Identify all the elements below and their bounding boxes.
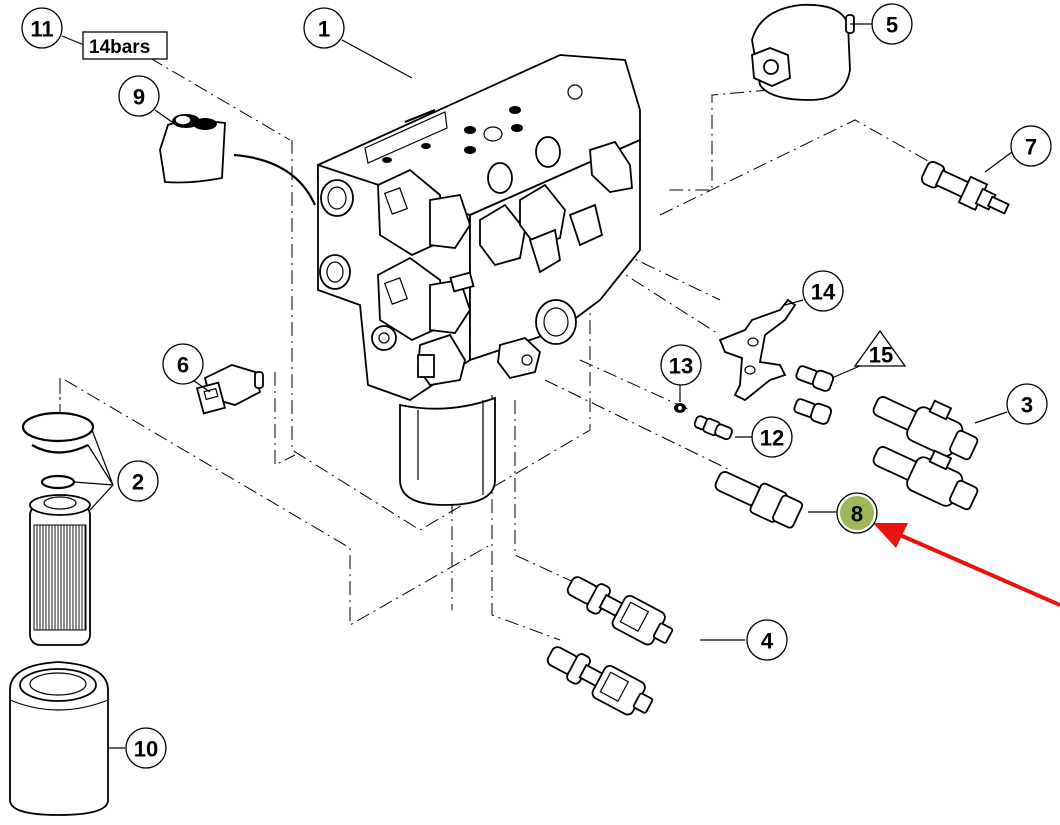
callout-11[interactable]: 11 [21, 7, 63, 49]
small-fitting [693, 415, 733, 441]
seal-kit-bag [159, 114, 226, 184]
callout-7[interactable]: 7 [1010, 125, 1052, 167]
callout-1[interactable]: 1 [303, 7, 345, 49]
callout-5-label: 5 [886, 13, 898, 38]
callout-8-label: 8 [851, 502, 863, 527]
filter-bowl [399, 396, 496, 506]
pleat-lines [33, 524, 87, 631]
callout-4-label: 4 [761, 629, 774, 654]
callout-12[interactable]: 12 [751, 416, 793, 458]
callout-3-label: 3 [1021, 393, 1033, 418]
callout-11-label: 11 [30, 17, 53, 42]
callout-9[interactable]: 9 [118, 75, 160, 117]
o-ring-hole [678, 406, 682, 410]
note-box-text: 14bars [89, 37, 150, 58]
callout-2[interactable]: 2 [117, 460, 159, 502]
cartridge-valves [546, 576, 674, 716]
filter-element-kit [21, 411, 114, 646]
highlighted-plug-valve [714, 471, 804, 529]
callout-14[interactable]: 14 [802, 270, 844, 312]
callout-6[interactable]: 6 [162, 343, 204, 385]
callout-14-label: 14 [811, 280, 836, 305]
callout-12-label: 12 [760, 426, 784, 451]
callout-13[interactable]: 13 [660, 344, 702, 386]
bolts [793, 365, 835, 425]
callout-10-label: 10 [134, 737, 158, 762]
pointer-arrow [873, 523, 1060, 607]
pressure-fitting [920, 161, 1010, 215]
callout-5[interactable]: 5 [871, 3, 913, 45]
filter-housing [9, 661, 109, 816]
bracket [718, 298, 797, 402]
callout-3[interactable]: 3 [1006, 383, 1048, 425]
callout-15[interactable]: 15 [853, 329, 907, 368]
solenoid-valves [872, 396, 979, 511]
assembly-lines [59, 57, 936, 641]
callout-15-label: 15 [869, 343, 893, 368]
callout-9-label: 9 [133, 85, 145, 110]
leader-lines [61, 23, 1013, 749]
callout-10[interactable]: 10 [125, 727, 167, 769]
hose-line [233, 153, 317, 206]
valve-block [317, 54, 641, 401]
callout-2-label: 2 [132, 470, 144, 495]
callout-1-label: 1 [318, 17, 330, 42]
callout-4[interactable]: 4 [746, 619, 788, 661]
callout-6-label: 6 [177, 353, 189, 378]
callout-8-highlighted[interactable]: 8 [836, 492, 878, 534]
callout-13-label: 13 [669, 354, 693, 379]
accumulator [751, 3, 855, 101]
note-box-14bars: 14bars [82, 31, 168, 60]
pressure-sensor [195, 364, 264, 415]
callout-7-label: 7 [1025, 135, 1037, 160]
